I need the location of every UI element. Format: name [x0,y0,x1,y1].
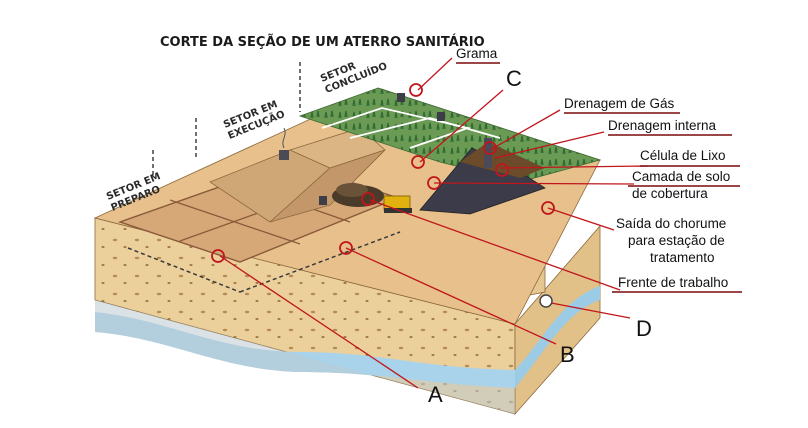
marker-frente [361,192,375,206]
gas-vent [279,150,289,160]
gas-drain-lines [321,107,472,149]
smoke-icon [282,127,286,149]
label-chorume-3: tratamento [650,250,715,265]
gas-vent [437,112,445,121]
marker-a [211,249,225,263]
leader-c [419,89,504,163]
leader-d [545,301,631,319]
leader-drenagem-gas [489,109,561,151]
gravel-bottom [95,300,515,414]
trash-pile [336,183,368,197]
leader-b [345,247,557,345]
label-drenagem-gas: Drenagem de Gás [564,96,675,111]
cover-soil-layer [460,142,545,178]
label-camada-solo-1: Camada de solo [632,169,730,184]
label-camada-solo-2: de cobertura [632,186,708,201]
leader-celula [499,165,649,169]
leader-grama [417,57,453,91]
letter-b: B [560,342,575,367]
leader-a [219,255,419,389]
drain-pipe [127,247,241,293]
marker-grama [409,83,423,97]
waste-cell [419,147,546,215]
marker-camada [427,176,441,190]
label-chorume-2: para estação de [628,233,725,248]
label-chorume-1: Saída do chorume [616,216,726,231]
marker-d [539,294,553,308]
marker-chorume [541,201,555,215]
marker-c [411,155,425,169]
gas-drain-lines [349,117,501,139]
marker-celula [495,163,509,177]
drain-pipe [239,231,401,293]
prep-grid-line [169,199,301,245]
diagram-title: CORTE DA SEÇÃO DE UM ATERRO SANITÁRIO [160,34,485,50]
gas-vent [319,196,327,205]
leader-chorume [547,207,615,231]
label-frente-trabalho: Frente de trabalho [618,275,728,290]
bulldozer-icon [383,195,411,211]
gas-vent [397,93,405,102]
marker-b [339,241,353,255]
letter-d: D [636,316,652,341]
label-grama: Grama [456,46,498,61]
label-drenagem-interna: Drenagem interna [608,118,717,133]
leader-camada [433,182,635,185]
marker-drenagem-gas [483,141,497,155]
aquifer-side [515,286,600,388]
letter-c: C [506,66,522,91]
leader-frente [369,199,621,291]
leader-drenagem-interna [494,131,605,159]
label-celula-lixo: Célula de Lixo [640,148,726,163]
execution-mound-front [269,149,386,223]
letter-a: A [428,382,443,407]
aquifer-layer [95,312,515,388]
